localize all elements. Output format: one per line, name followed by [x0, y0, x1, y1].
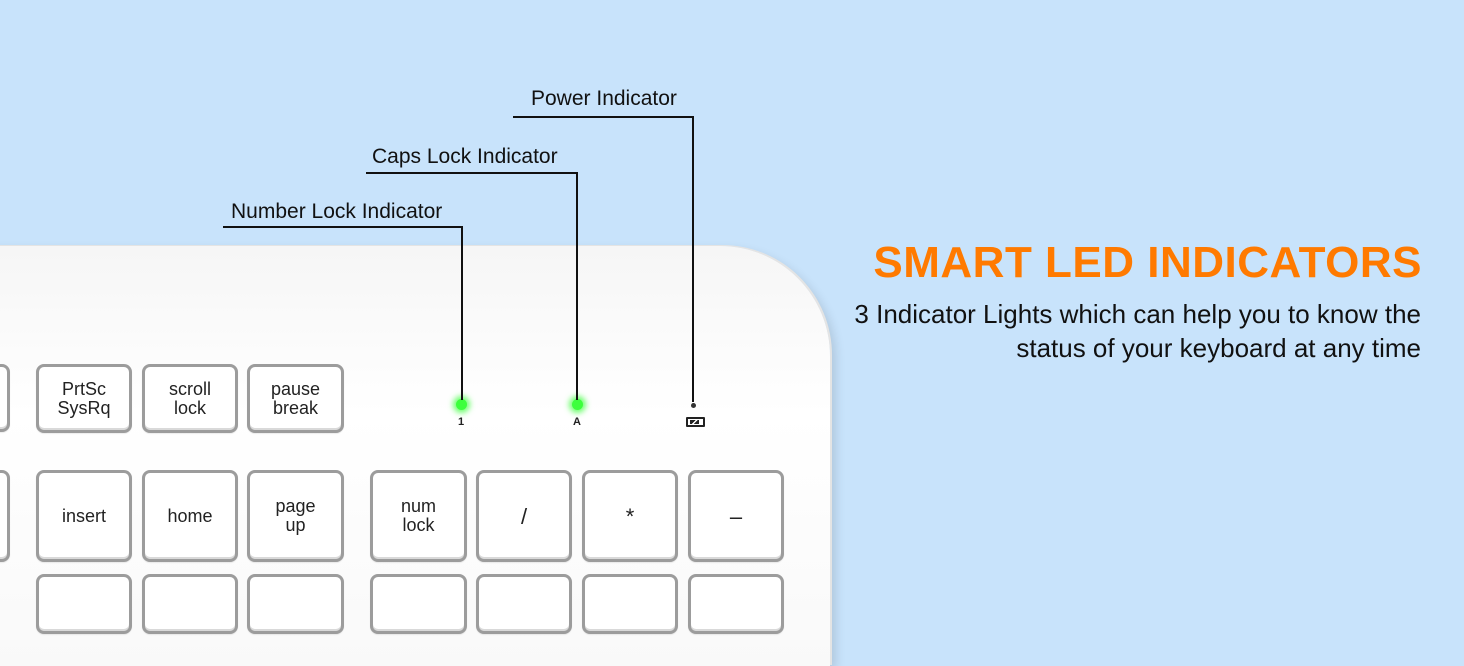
- caps-callout-line: [366, 172, 578, 174]
- key-asterisk: *: [582, 470, 678, 562]
- power-indicator-label: Power Indicator: [531, 87, 677, 110]
- key-num-lock: num lock: [370, 470, 467, 562]
- caps-lock-indicator-label: Caps Lock Indicator: [372, 145, 558, 168]
- num-callout-line: [223, 226, 463, 228]
- power-callout-line: [513, 116, 694, 118]
- key-insert: insert: [36, 470, 132, 562]
- description: 3 Indicator Lights which can help you to…: [854, 299, 1421, 363]
- key-partial: [688, 574, 784, 634]
- key-scroll-lock: scroll lock: [142, 364, 238, 433]
- num-lock-glyph: 1: [458, 416, 465, 428]
- key-partial: [582, 574, 678, 634]
- caps-lock-led: [572, 399, 583, 410]
- power-callout-line: [692, 116, 694, 402]
- headline: SMART LED INDICATORS: [873, 238, 1422, 287]
- caps-callout-line: [576, 172, 578, 400]
- power-led: [691, 403, 696, 408]
- key-partial: [0, 364, 10, 432]
- number-lock-indicator-label: Number Lock Indicator: [231, 200, 443, 223]
- key-partial: [36, 574, 132, 634]
- key-partial: [0, 470, 10, 562]
- key-page-up: page up: [247, 470, 344, 562]
- num-lock-led: [456, 399, 467, 410]
- key-home: home: [142, 470, 238, 562]
- caps-lock-glyph: A: [573, 416, 581, 428]
- battery-icon: [686, 417, 705, 427]
- key-partial: [247, 574, 344, 634]
- key-slash: /: [476, 470, 572, 562]
- key-minus: –: [688, 470, 784, 562]
- key-prtsc-sysrq: PrtSc SysRq: [36, 364, 132, 433]
- num-callout-line: [461, 226, 463, 400]
- key-partial: [476, 574, 572, 634]
- key-partial: [370, 574, 467, 634]
- key-pause-break: pause break: [247, 364, 344, 433]
- key-partial: [142, 574, 238, 634]
